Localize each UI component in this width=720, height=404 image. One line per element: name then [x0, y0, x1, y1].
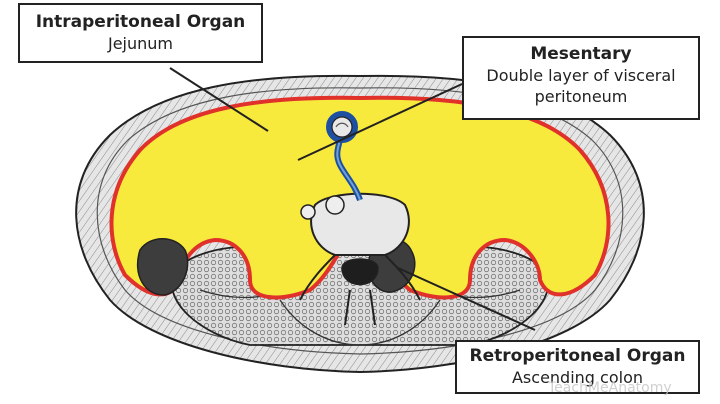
inferior-vena-cava [300, 204, 316, 220]
mesentary-subtitle-line2: peritoneum [534, 87, 628, 106]
retroperitoneal-subtitle: Ascending colon [511, 368, 643, 387]
aorta [325, 195, 345, 215]
intraperitoneal-subtitle: Jejunum [107, 34, 173, 53]
leader-line-mesentary [297, 83, 463, 161]
watermark-logo: TeachMeAnatomy [548, 380, 672, 396]
mesentary-subtitle-line1: Double layer of visceral [486, 66, 676, 85]
mesentary-title: Mesentary [530, 44, 632, 64]
left-kidney-region [136, 238, 189, 296]
mesentary-stalk-inner [336, 139, 361, 201]
leader-line-retroperitoneal [397, 267, 536, 331]
vertebral-canal [341, 258, 379, 286]
jejunum [331, 116, 353, 138]
body-wall-inner-layer [96, 87, 624, 355]
back-muscle-divider [199, 289, 521, 346]
retroperitoneal-organ-label: Retroperitoneal Organ Ascending colon [455, 340, 700, 394]
vertebral-processes [299, 254, 421, 326]
intraperitoneal-title: Intraperitoneal Organ [35, 12, 246, 32]
retroperitoneal-title: Retroperitoneal Organ [469, 346, 686, 366]
jejunum-lumen [335, 122, 349, 128]
mesentary-label: Mesentary Double layer of visceral perit… [462, 36, 700, 120]
leader-line-intraperitoneal [169, 67, 269, 132]
intraperitoneal-organ-label: Intraperitoneal Organ Jejunum [18, 3, 263, 63]
